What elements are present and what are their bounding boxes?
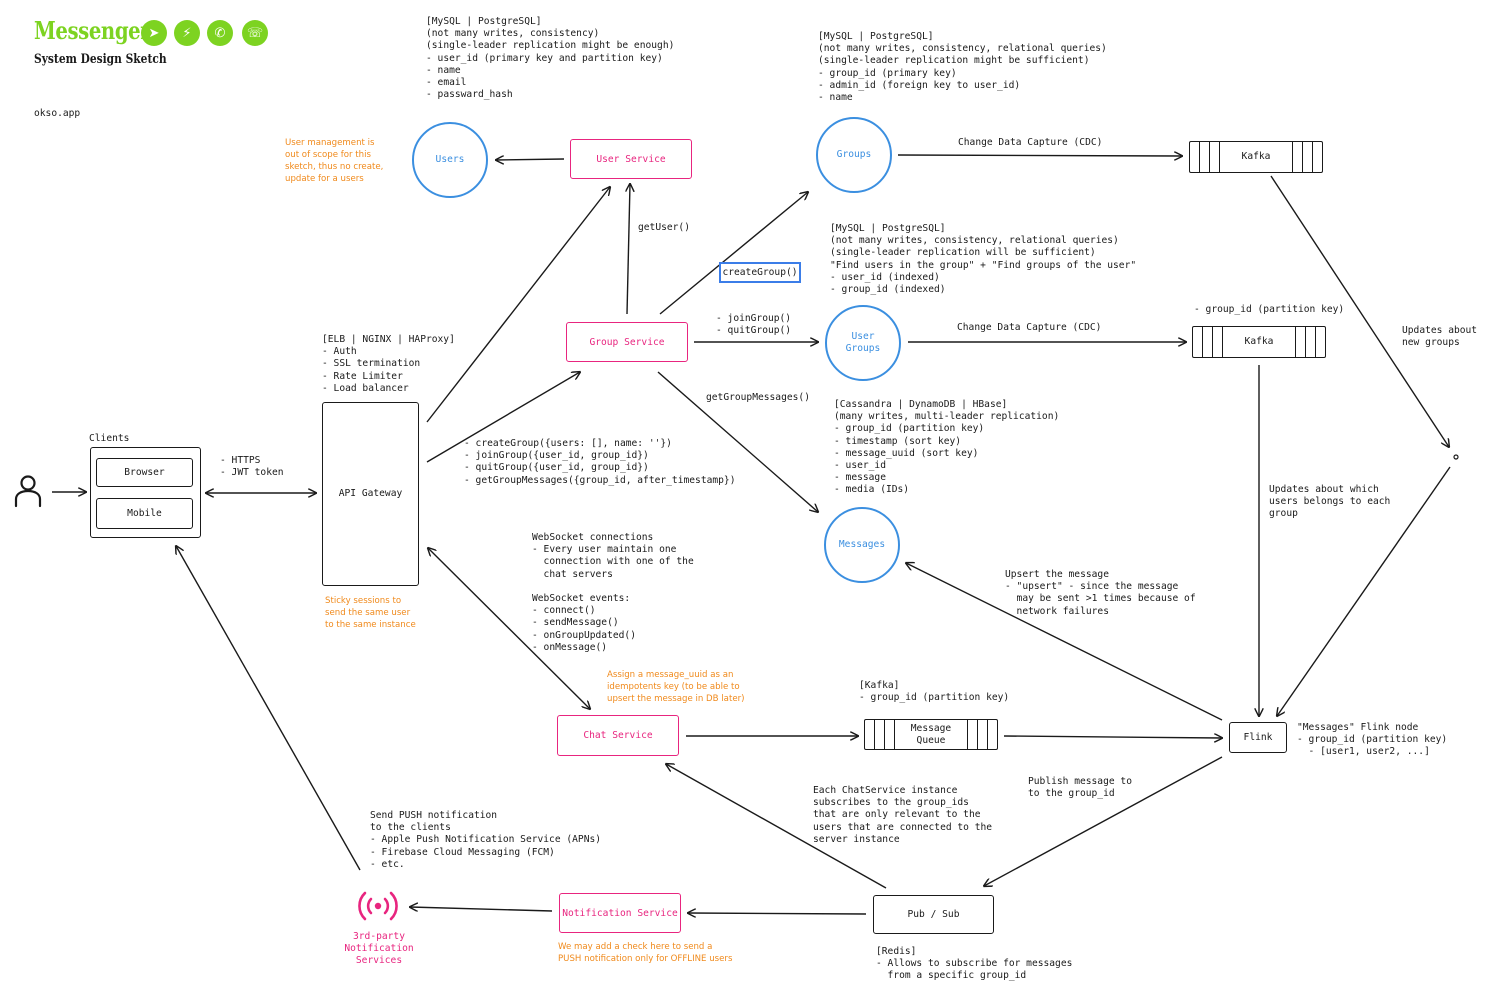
join-quit-label: - joinGroup() - quitGroup() bbox=[716, 313, 792, 337]
kafka-groups-label: Kafka bbox=[1241, 151, 1271, 162]
updates-groups-note: Updates about new groups bbox=[1402, 325, 1478, 349]
create-group-label: createGroup() bbox=[719, 262, 801, 283]
messages-datastore: Messages bbox=[824, 507, 900, 583]
arrow-gateway-chat-service bbox=[428, 548, 590, 709]
user-service: User Service bbox=[570, 139, 692, 179]
arrow-cdc-groups bbox=[897, 155, 1182, 156]
publish-note: Publish message to to the group_id bbox=[1028, 776, 1132, 800]
arrow-queue-to-flink bbox=[1003, 736, 1222, 738]
page-subtitle: System Design Sketch bbox=[34, 52, 167, 67]
sticky-sessions-note: Sticky sessions to send the same user to… bbox=[325, 596, 416, 630]
arrow-gateway-to-group-service bbox=[426, 372, 580, 463]
groups-datastore: Groups bbox=[816, 117, 892, 193]
offline-check-note: We may add a check here to send a PUSH n… bbox=[558, 942, 733, 964]
browser-client: Browser bbox=[96, 458, 193, 487]
person-icon bbox=[14, 475, 42, 508]
cdc-user-groups-label: Change Data Capture (CDC) bbox=[957, 322, 1102, 333]
api-gateway: API Gateway bbox=[322, 402, 419, 586]
chat-service: Chat Service bbox=[557, 715, 679, 756]
mobile-client: Mobile bbox=[96, 498, 193, 529]
subscribe-note: Each ChatService instance subscribes to … bbox=[813, 785, 993, 845]
arrow-flink-to-messages bbox=[906, 563, 1223, 721]
gateway-note: [ELB | NGINX | HAProxy] - Auth - SSL ter… bbox=[322, 334, 455, 394]
kafka-user-groups-label: Kafka bbox=[1244, 336, 1274, 347]
junction-dot bbox=[1453, 454, 1459, 460]
arrow-third-party-to-clients bbox=[176, 546, 361, 871]
messenger-icon: ⚡ bbox=[174, 20, 200, 46]
arrow-gateway-to-user-service bbox=[426, 187, 610, 423]
arrow-get-group-messages bbox=[657, 371, 818, 512]
user-groups-db-note: [MySQL | PostgreSQL] (not many writes, c… bbox=[830, 223, 1137, 296]
upsert-note: Upsert the message - "upsert" - since th… bbox=[1005, 569, 1196, 617]
page-title: Messenger bbox=[34, 16, 151, 45]
kafka-user-groups-note: - group_id (partition key) bbox=[1194, 304, 1345, 315]
messages-db-note: [Cassandra | DynamoDB | HBase] (many wri… bbox=[834, 399, 1060, 496]
telegram-icon: ➤ bbox=[141, 20, 167, 46]
pub-sub: Pub / Sub bbox=[873, 895, 994, 934]
group-service: Group Service bbox=[566, 322, 688, 362]
kafka-user-groups-queue: Kafka bbox=[1192, 326, 1326, 358]
flink-node: Flink bbox=[1229, 722, 1287, 753]
arrow-get-user bbox=[627, 184, 630, 315]
arrow-create-group bbox=[659, 192, 808, 315]
websocket-note: WebSocket connections - Every user maint… bbox=[532, 532, 694, 653]
users-db-note: [MySQL | PostgreSQL] (not many writes, c… bbox=[426, 16, 675, 101]
push-note: Send PUSH notification to the clients - … bbox=[370, 810, 602, 870]
user-groups-datastore: User Groups bbox=[825, 305, 901, 381]
gateway-calls-note: - createGroup({users: [], name: ''}) - j… bbox=[464, 438, 736, 486]
arrow-notification-to-third-party bbox=[410, 907, 553, 911]
notification-service: Notification Service bbox=[559, 893, 681, 933]
message-queue-note: [Kafka] - group_id (partition key) bbox=[859, 680, 1010, 704]
message-queue: Message Queue bbox=[864, 719, 998, 750]
get-group-messages-label: getGroupMessages() bbox=[706, 392, 810, 403]
groups-db-note: [MySQL | PostgreSQL] (not many writes, c… bbox=[818, 31, 1107, 104]
whatsapp-icon: ✆ bbox=[207, 20, 233, 46]
third-party-notification-label: 3rd-party Notification Services bbox=[344, 931, 414, 967]
arrow-user-service-to-users bbox=[496, 159, 565, 160]
site-label: okso.app bbox=[34, 108, 81, 119]
flink-note: "Messages" Flink node - group_id (partit… bbox=[1297, 722, 1448, 758]
viber-icon: ☏ bbox=[242, 20, 268, 46]
arrow-kafka1-to-dot bbox=[1270, 175, 1449, 447]
redis-note: [Redis] - Allows to subscribe for messag… bbox=[876, 946, 1073, 982]
users-datastore: Users bbox=[412, 122, 488, 198]
protocol-note: - HTTPS - JWT token bbox=[220, 455, 284, 479]
signal-broadcast-icon bbox=[358, 891, 398, 921]
kafka-groups-queue: Kafka bbox=[1189, 141, 1323, 173]
arrow-flink-to-pubsub bbox=[984, 756, 1223, 886]
arrow-pubsub-to-chat bbox=[666, 764, 887, 889]
user-management-note: User management is out of scope for this… bbox=[285, 138, 384, 184]
message-queue-label: Message Queue bbox=[910, 722, 952, 746]
arrow-pubsub-to-notification bbox=[688, 913, 867, 914]
updates-users-note: Updates about which users belongs to eac… bbox=[1269, 484, 1391, 520]
cdc-groups-label: Change Data Capture (CDC) bbox=[958, 137, 1103, 148]
get-user-label: getUser() bbox=[638, 222, 690, 233]
arrow-dot-to-flink bbox=[1277, 466, 1451, 716]
message-uuid-note: Assign a message_uuid as an idempotents … bbox=[607, 670, 745, 704]
clients-heading: Clients bbox=[89, 433, 130, 444]
